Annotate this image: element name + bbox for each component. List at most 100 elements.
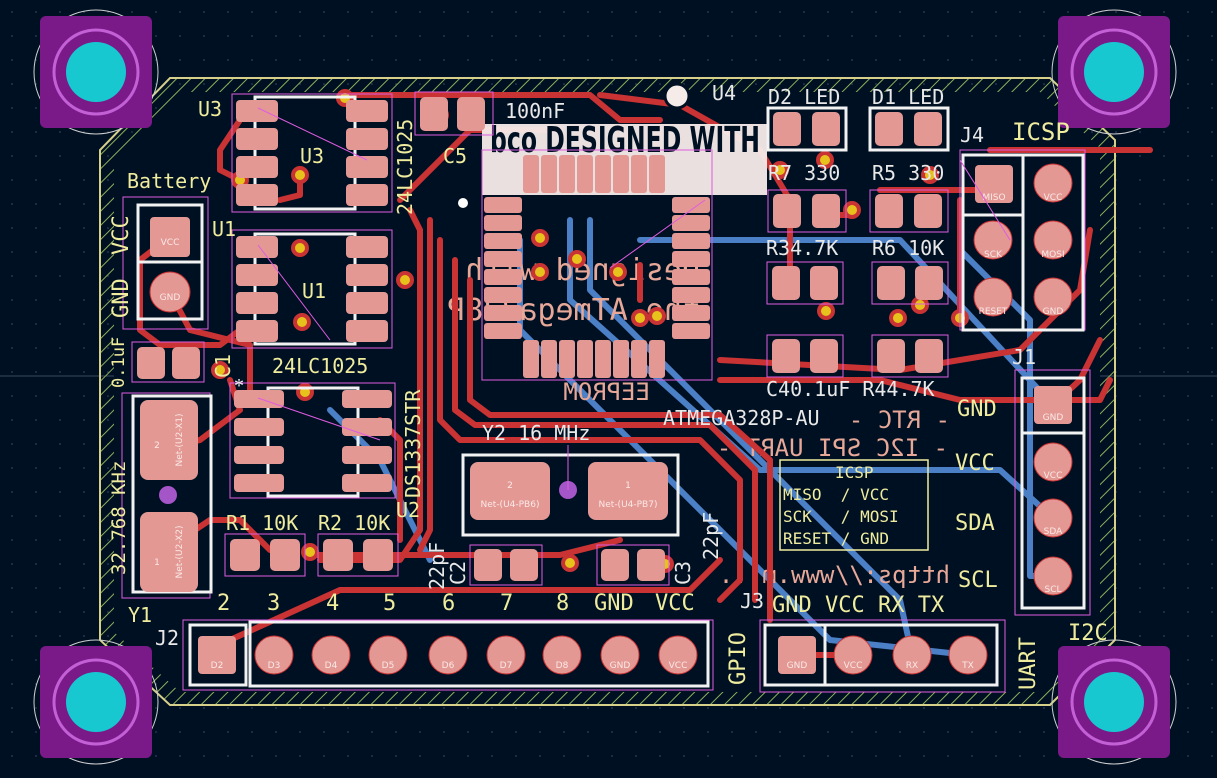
c1-value: 0.1uF: [109, 337, 129, 388]
j2-pin-1[interactable]: [198, 636, 236, 674]
pad-label: VCC: [844, 661, 863, 671]
pad-label: RESET: [979, 307, 1008, 317]
j4-pin-4[interactable]: [1033, 220, 1073, 260]
pad-label: MISO: [982, 193, 1005, 203]
pad-label: SCK: [984, 250, 1003, 260]
c3-value: 22pF: [699, 512, 723, 560]
r7-label: R7 330: [768, 161, 840, 185]
y1-label: Y1: [128, 603, 152, 627]
j2-pin-label: 6: [442, 591, 455, 616]
j2-label: J2: [155, 626, 179, 650]
j2-pin-4[interactable]: [368, 635, 408, 675]
pad-label: Net-(U4-PB6): [481, 500, 540, 510]
icsp-box-title: ICSP: [835, 463, 874, 482]
j2-pin-9[interactable]: [658, 635, 698, 675]
j3-pin-4[interactable]: [948, 635, 988, 675]
j1-pin-label: SCL: [958, 568, 998, 593]
j2-pin-8[interactable]: [600, 635, 640, 675]
j4-pin-6[interactable]: [1033, 277, 1073, 317]
c4-r4-label: C40.1uF R44.7K: [766, 377, 935, 401]
pad-label: GND: [1043, 413, 1064, 423]
c2-value: 22pF: [425, 542, 449, 590]
j4-pin-5[interactable]: [973, 277, 1013, 317]
c3-label: C3: [671, 561, 695, 585]
ratsnest: [257, 107, 1011, 490]
pad-label: GND: [160, 293, 181, 303]
d2-label: D2 LED: [768, 85, 840, 109]
j1-pin-2[interactable]: [1033, 442, 1073, 482]
uart-label: UART: [1016, 637, 1041, 690]
battery-vcc-label: VCC: [109, 215, 134, 255]
battery-pad-vcc[interactable]: [150, 217, 190, 257]
y2-pad-2[interactable]: [470, 462, 550, 520]
j2-gpio-header: D2 D3 D4 D5 D6 D7 D8 GND VCC J2 2 3 4 5 …: [155, 591, 751, 691]
j4-label: J4: [960, 123, 984, 147]
battery-gnd-label: GND: [109, 278, 134, 318]
pad-label: SCL: [1044, 585, 1061, 595]
j1-pin-3[interactable]: [1033, 498, 1073, 538]
j4-pin-3[interactable]: [973, 220, 1013, 260]
gpio-label: GPIO: [726, 632, 751, 685]
c5-label: C5: [443, 144, 467, 168]
j2-pin-label: 4: [326, 591, 339, 616]
pad-label: MOSI: [1041, 250, 1064, 260]
r1-label: R1 10K: [226, 511, 298, 535]
pad-label: Net-(U2-X2): [175, 525, 185, 578]
back-silk-line: - I2C SPI UART -: [717, 434, 948, 462]
y2-pad-1[interactable]: [588, 462, 668, 520]
j1-pin-1[interactable]: [1034, 386, 1072, 424]
j2-pin-5[interactable]: [428, 635, 468, 675]
c2-label: C2: [446, 561, 470, 585]
pad-label: Net-(U2-X1): [175, 413, 185, 466]
pad-label: SDA: [1044, 527, 1063, 537]
pad-label: VCC: [1044, 193, 1063, 203]
pad-label: VCC: [1044, 471, 1063, 481]
mounting-hole-bl: [33, 639, 159, 765]
j3-pin-1[interactable]: [778, 636, 816, 674]
d1-label: D1 LED: [872, 85, 944, 109]
j4-pin-2[interactable]: [1033, 163, 1073, 203]
j3-uart-header: GND VCC RX TX J3 GND VCC RX TX UART: [740, 589, 1041, 693]
j3-pin-3[interactable]: [892, 635, 932, 675]
logo-text: bco DESIGNED WITH: [490, 120, 760, 161]
r1-r2-resistors: R1 10K R2 10K: [224, 511, 399, 577]
y1-pad-1[interactable]: [140, 512, 198, 592]
mounting-hole-tr: [1051, 9, 1177, 135]
icsp-label: ICSP: [1012, 118, 1070, 146]
pad-label: RX: [906, 661, 918, 671]
y1-pad-2[interactable]: [140, 400, 198, 480]
u1-value: 24LC1025: [272, 354, 368, 378]
pad-label: TX: [961, 661, 974, 671]
j4-pin-1[interactable]: [975, 165, 1013, 203]
j2-pin-6[interactable]: [486, 635, 526, 675]
u1-eeprom: U1 U1 24LC1025: [212, 217, 393, 378]
u4-label: U4: [712, 81, 736, 105]
j2-pin-label: 5: [383, 591, 396, 616]
j1-pin-4[interactable]: [1033, 556, 1073, 596]
icsp-box-line: RESET / GND: [783, 529, 889, 548]
battery-pad-gnd[interactable]: [149, 271, 191, 313]
y2-label: Y2 16 MHz: [482, 421, 590, 445]
i2c-label: I2C: [1068, 621, 1108, 646]
u1-ref: U1: [302, 279, 326, 303]
svg-text:1: 1: [154, 558, 160, 568]
pad-label: GND: [1043, 307, 1064, 317]
j2-pin-label: 3: [267, 591, 280, 616]
c1-label: C1: [211, 354, 235, 378]
pad-label: D3: [268, 661, 281, 671]
u2-rtc: * U2 DS1337STR: [229, 375, 425, 522]
y1-value: 32.768 KHz: [108, 461, 130, 575]
j1-pin-label: VCC: [955, 451, 995, 476]
j3-pin-2[interactable]: [833, 635, 873, 675]
u1-label: U1: [212, 217, 236, 241]
pad-label: D2: [211, 661, 224, 671]
svg-text:1: 1: [625, 481, 631, 491]
j2-pin-7[interactable]: [542, 635, 582, 675]
pad-label: VCC: [669, 661, 688, 671]
j2-pin-2[interactable]: [254, 635, 294, 675]
u2-value: DS1337STR: [401, 389, 425, 498]
pad-label: GND: [787, 661, 808, 671]
pad-label: D6: [442, 661, 455, 671]
j2-pin-3[interactable]: [311, 635, 351, 675]
